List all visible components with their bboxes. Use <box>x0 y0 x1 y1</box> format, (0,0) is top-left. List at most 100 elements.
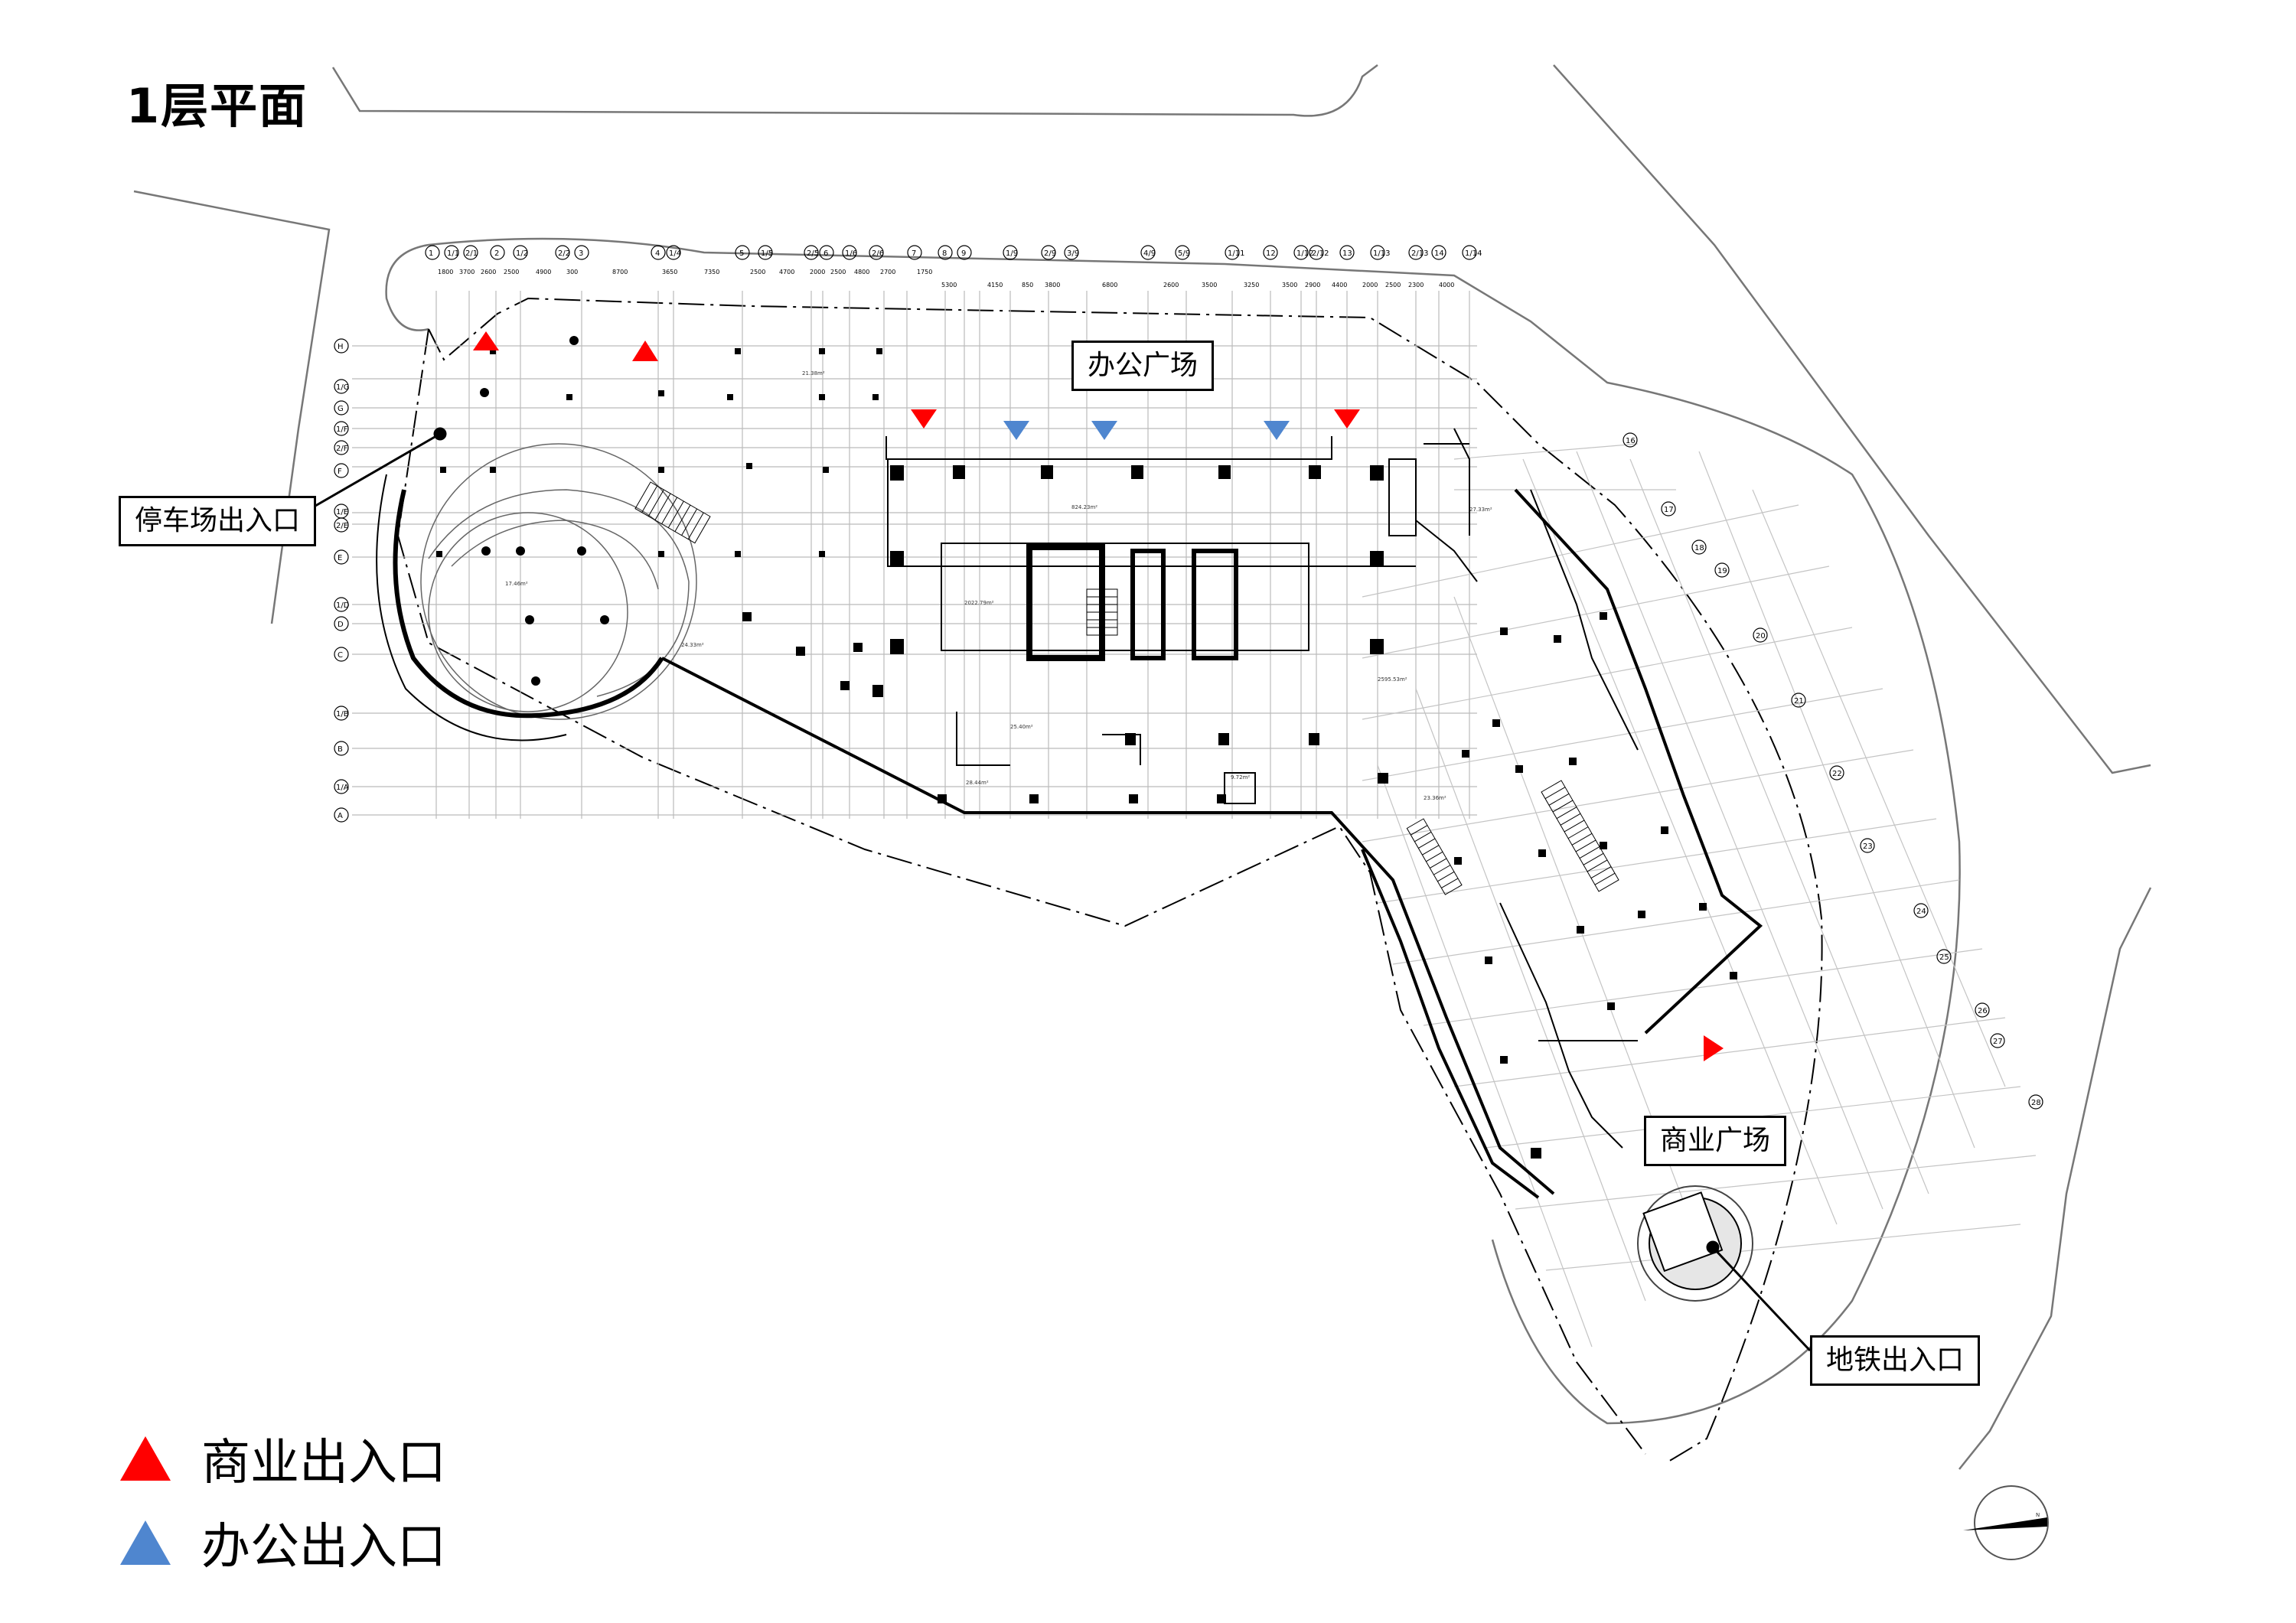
dim-top-20: 6800 <box>1102 282 1117 288</box>
grid-top-22: 5/9 <box>1178 249 1190 258</box>
rotated-grid <box>1362 443 2037 1348</box>
grid-top-13: 1/6 <box>845 249 857 258</box>
area-0: 24.33m² <box>681 642 704 648</box>
dim-top-8: 7350 <box>704 269 719 275</box>
grid-right-5: 21 <box>1794 697 1804 706</box>
stair-hatching <box>634 481 1619 895</box>
commercial-entrance-marker <box>1704 1035 1724 1061</box>
dim-top-27: 2000 <box>1362 282 1378 288</box>
grid-top-16: 8 <box>942 249 947 258</box>
dim-top-13: 4800 <box>854 269 869 275</box>
dim-top-2: 2600 <box>481 269 496 275</box>
grid-top-0: 1 <box>429 249 433 258</box>
site-boundary <box>133 64 2152 1470</box>
grid-left-0: H <box>338 343 344 351</box>
grid-top-19: 2/9 <box>1044 249 1056 258</box>
grid-top-24: 12 <box>1266 249 1276 258</box>
dim-top-15: 1750 <box>917 269 932 275</box>
grid-top-31: 1/14 <box>1465 249 1482 258</box>
grid-top-20: 3/9 <box>1067 249 1079 258</box>
red-triangle-icon <box>120 1436 171 1481</box>
area-7: 9.72m² <box>1231 774 1250 781</box>
grid-left-3: 1/F <box>336 425 348 434</box>
area-5: 25.40m² <box>1010 724 1033 730</box>
commercial-entrance-marker <box>632 341 658 361</box>
grid-left-12: 1/B <box>336 710 349 719</box>
grid-right-0: 16 <box>1626 437 1636 445</box>
outer-ramp-line <box>376 474 567 741</box>
svg-text:N: N <box>2036 1512 2040 1518</box>
top-grid-labels: 1 1/1 2/1 2 1/2 2/2 3 4 1/4 5 1/5 2/5 6 … <box>429 249 1482 258</box>
office-entrance-marker <box>1091 421 1117 440</box>
grid-top-7: 4 <box>655 249 660 258</box>
commercial-entrance-marker <box>911 409 937 429</box>
left-grid-labels: H 1/G G 1/F 2/F F 1/E 2/E E 1/D D C 1/B … <box>336 343 350 820</box>
grid-top-2: 2/1 <box>465 249 478 258</box>
grid-top-3: 2 <box>494 249 499 258</box>
dim-top-18: 850 <box>1022 282 1033 288</box>
dim-top-7: 3650 <box>662 269 677 275</box>
grid-top-10: 1/5 <box>761 249 773 258</box>
building-walls <box>885 428 1639 1149</box>
leader-lines <box>305 427 1812 1352</box>
area-8: 2595.53m² <box>1378 676 1407 683</box>
grid-left-14: 1/A <box>336 784 349 792</box>
dim-top-4: 4900 <box>536 269 551 275</box>
commercial-entrance-marker <box>473 331 499 350</box>
area-labels: 24.33m² 21.38m² 17.46m² 2022.79m² 824.23… <box>505 370 1492 801</box>
grid-right-7: 23 <box>1863 842 1873 851</box>
grid-top-5: 2/2 <box>558 249 570 258</box>
grid-left-5: F <box>338 468 342 476</box>
grid-right-12: 28 <box>2031 1099 2041 1107</box>
grid-bubbles-left <box>334 338 349 823</box>
commercial-plaza-label: 商业广场 <box>1644 1116 1787 1166</box>
parking-entrance-label: 停车场出入口 <box>119 496 317 546</box>
legend-commercial-label: 商业出入口 <box>201 1435 446 1491</box>
area-1: 21.38m² <box>802 370 825 376</box>
top-dimensions: 1800 3700 2600 2500 4900 300 8700 3650 7… <box>438 269 1454 288</box>
grid-right-1: 17 <box>1664 506 1674 514</box>
grid-bubbles-top <box>425 245 1477 260</box>
commercial-entrance-marker <box>1334 409 1360 429</box>
grid-left-7: 2/E <box>336 522 348 530</box>
dim-top-0: 1800 <box>438 269 453 275</box>
grid-left-6: 1/E <box>336 508 348 517</box>
grid-left-15: A <box>338 812 343 820</box>
grid-top-30: 14 <box>1434 249 1444 258</box>
right-grid-labels: 16 17 18 19 20 21 22 23 24 25 26 27 28 <box>1626 437 2041 1107</box>
building-outline <box>661 488 1763 1199</box>
dim-top-11: 2000 <box>810 269 825 275</box>
dim-top-28: 2500 <box>1385 282 1401 288</box>
ramp-wall <box>393 489 664 719</box>
area-6: 28.44m² <box>966 780 989 786</box>
grid-top-25: 1/12 <box>1296 249 1313 258</box>
office-plaza-label: 办公广场 <box>1071 341 1215 391</box>
blue-triangle-icon <box>120 1520 171 1565</box>
grid-top-11: 2/5 <box>807 249 819 258</box>
grid-top-26: 2/12 <box>1312 249 1329 258</box>
grid-left-2: G <box>338 405 344 413</box>
grid-top-4: 1/2 <box>516 249 528 258</box>
grid-top-6: 3 <box>579 249 583 258</box>
dim-top-6: 8700 <box>612 269 628 275</box>
page-title: 1层平面 <box>126 78 308 134</box>
grid-top-21: 4/9 <box>1143 249 1156 258</box>
grid-top-18: 1/9 <box>1006 249 1018 258</box>
grid-left-8: E <box>338 554 342 562</box>
dim-top-30: 4000 <box>1439 282 1454 288</box>
dim-top-24: 3500 <box>1282 282 1297 288</box>
grid-top-12: 6 <box>823 249 828 258</box>
property-line <box>396 297 1823 1462</box>
grid-left-1: 1/G <box>336 383 349 392</box>
dim-top-5: 300 <box>566 269 578 275</box>
area-10: 23.36m² <box>1424 795 1446 801</box>
grid-top-8: 1/4 <box>669 249 681 258</box>
dim-top-14: 2700 <box>880 269 895 275</box>
grid-top-15: 7 <box>912 249 916 258</box>
area-2: 17.46m² <box>505 581 528 587</box>
grid-left-11: C <box>338 651 343 660</box>
dim-top-12: 2500 <box>830 269 846 275</box>
grid-right-8: 24 <box>1916 908 1926 916</box>
area-9: 27.33m² <box>1469 507 1492 513</box>
